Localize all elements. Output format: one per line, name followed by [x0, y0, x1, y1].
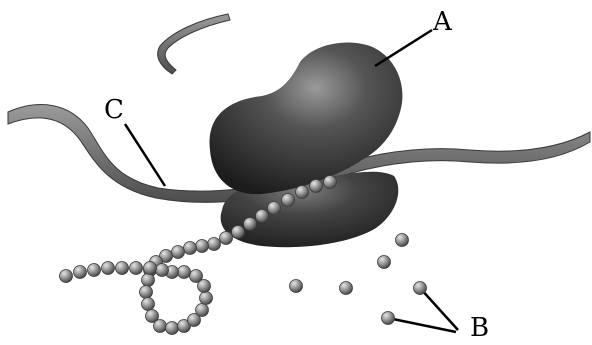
free-amino-acid [340, 282, 353, 295]
free-amino-acid [414, 282, 427, 295]
free-amino-acid [396, 234, 409, 247]
amino-acid-bead [130, 262, 143, 275]
amino-acid-bead [154, 320, 167, 333]
label-a: A [432, 7, 453, 37]
label-b: B [470, 313, 489, 343]
amino-acid-bead [196, 240, 209, 253]
free-amino-acids [290, 234, 427, 325]
amino-acid-bead [184, 242, 197, 255]
free-amino-acid [290, 280, 303, 293]
amino-acid-bead [268, 202, 281, 215]
amino-acid-bead [102, 262, 115, 275]
leader-line-b-lower [388, 318, 456, 332]
amino-acid-bead [144, 262, 157, 275]
amino-acid-bead [282, 194, 295, 207]
amino-acid-bead [220, 232, 233, 245]
amino-acid-bead [244, 218, 257, 231]
large-subunit [209, 43, 402, 195]
amino-acid-bead [178, 266, 191, 279]
amino-acid-bead [200, 292, 213, 305]
amino-acid-bead [208, 238, 221, 251]
amino-acid-bead [140, 286, 153, 299]
amino-acid-bead [310, 180, 323, 193]
leader-line-a [375, 30, 432, 66]
amino-acid-bead [296, 186, 309, 199]
amino-acid-bead [190, 270, 203, 283]
amino-acid-bead [196, 304, 209, 317]
free-amino-acid [378, 256, 391, 269]
leader-line-b-upper [420, 288, 458, 330]
leader-line-c [125, 124, 165, 186]
amino-acid-bead [88, 264, 101, 277]
amino-acid-bead [142, 298, 155, 311]
amino-acid-bead [156, 264, 169, 277]
amino-acid-bead [74, 266, 87, 279]
label-c: C [104, 95, 124, 125]
free-amino-acid [382, 312, 395, 325]
amino-acid-bead [116, 262, 129, 275]
amino-acid-bead [256, 210, 269, 223]
amino-acid-bead [324, 176, 337, 189]
amino-acid-bead [232, 226, 245, 239]
amino-acid-bead [172, 246, 185, 259]
amino-acid-bead [60, 270, 73, 283]
ribbon-fragment [158, 14, 230, 74]
amino-acid-bead [142, 274, 155, 287]
amino-acid-bead [166, 322, 179, 335]
